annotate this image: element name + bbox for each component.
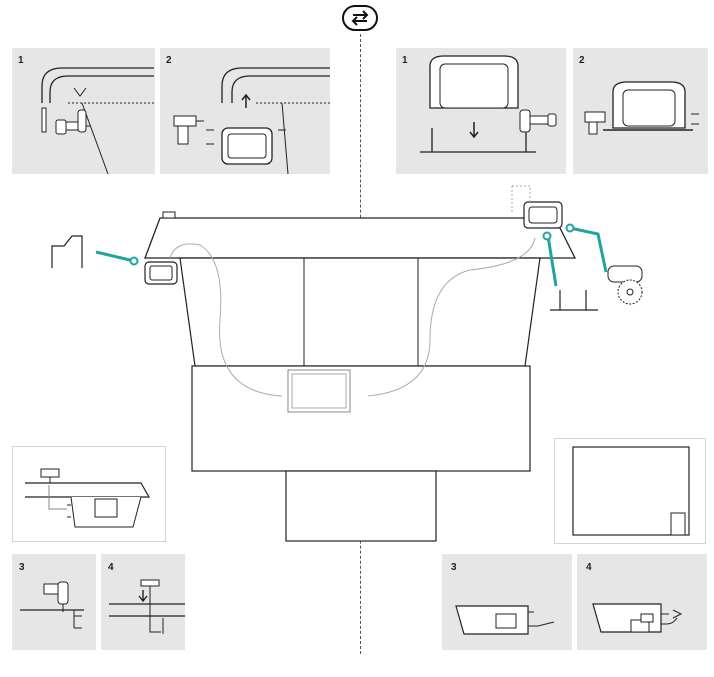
circular-saw-icon (607, 265, 643, 305)
step-number: 2 (166, 55, 172, 66)
step-number: 3 (19, 562, 25, 573)
step-number: 4 (108, 562, 114, 573)
step-number: 1 (402, 55, 408, 66)
drill-hole-illustration (20, 581, 84, 629)
step-number: 2 (579, 55, 585, 66)
attach-bracket-illustration (455, 605, 555, 635)
left-step-4-panel: 4 (101, 554, 185, 650)
left-step-3-panel: 3 (12, 554, 96, 650)
lower-frame-illustration (420, 55, 557, 153)
right-step-2-panel: 2 (573, 48, 708, 174)
left-section-detail (25, 468, 151, 528)
right-step-1-panel: 1 (396, 48, 566, 174)
step-number: 3 (451, 562, 457, 573)
drill-icon (43, 581, 69, 612)
left-step-1-panel: 1 (12, 48, 155, 175)
drill-icon (584, 111, 606, 135)
mount-frame-illustration (173, 67, 330, 175)
connect-cable-illustration (592, 603, 683, 633)
drill-icon (55, 109, 90, 135)
secure-frame-illustration (584, 81, 699, 135)
right-step-4-panel: 4 (577, 554, 707, 650)
right-detail-frame (554, 438, 706, 544)
right-step-3-panel: 3 (442, 554, 572, 650)
step-number: 4 (586, 562, 592, 573)
insert-cable-illustration (109, 579, 185, 634)
step-number: 1 (18, 55, 24, 66)
right-section-detail (572, 446, 690, 536)
left-step-2-panel: 2 (160, 48, 330, 175)
drill-icon (173, 115, 204, 145)
drill-icon (519, 109, 557, 133)
wall-drilling-illustration (41, 67, 154, 175)
swap-arrows-icon (351, 10, 369, 26)
left-detail-frame (12, 446, 166, 542)
swap-orientation-button[interactable] (342, 5, 378, 31)
